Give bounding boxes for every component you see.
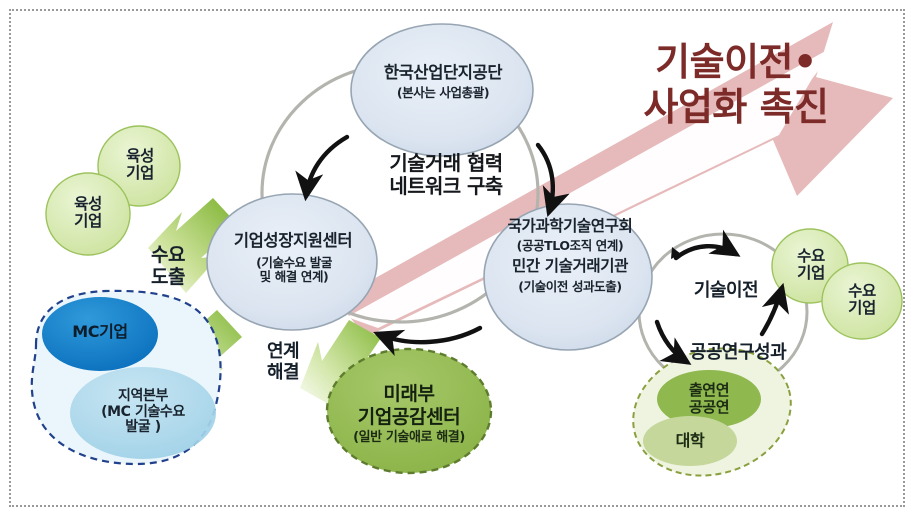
growth-company-circle-2: [45, 172, 131, 256]
page-title: 기술이전• 사업화 촉진: [643, 40, 829, 129]
green-demand-arrow-upper: [148, 198, 238, 293]
center-network-label: 기술거래 협력 네트워크 구축: [389, 151, 503, 198]
transfer-arrow-right-up: [759, 282, 790, 337]
cycle-arrow-top-left: [295, 134, 350, 202]
transfer-arrow-top: [671, 229, 741, 261]
transfer-arrow-left: [654, 319, 692, 365]
company-growth-support-center-oval: [206, 193, 378, 331]
korea-industrial-complex-oval: [350, 23, 534, 157]
public-research-dashed-blob: [632, 347, 792, 477]
future-center-oval: [325, 347, 493, 475]
label-link-resolution: 연계 해결: [266, 341, 300, 383]
pink-promotion-arrow: [336, 22, 893, 337]
mc-group-dashed-blob: [30, 289, 222, 466]
label-demand-derivation: 수요 도출: [151, 244, 185, 288]
cycle-arrow-top-right: [535, 142, 570, 218]
demand-company-circle-2: [821, 262, 903, 340]
label-public-research-results: 공공연구성과: [689, 342, 787, 363]
green-link-arrow-center: [300, 320, 381, 415]
national-research-council-oval: [483, 203, 653, 351]
cycle-arrow-bottom-left: [373, 325, 483, 356]
label-tech-transfer: 기술이전: [693, 280, 759, 301]
